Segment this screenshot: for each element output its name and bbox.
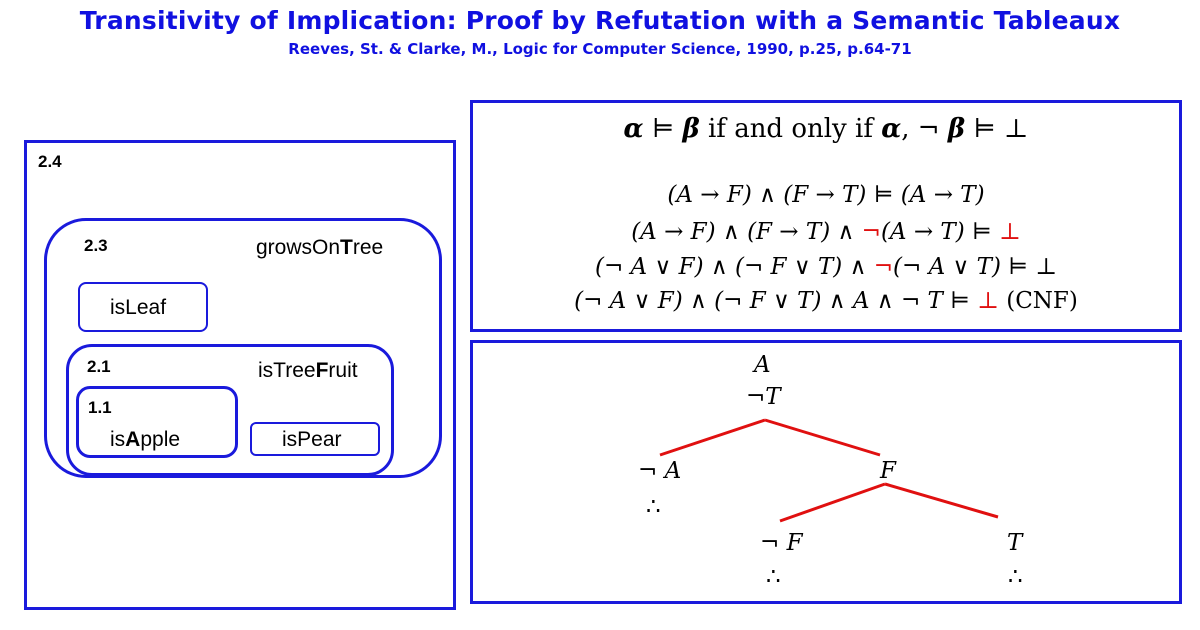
is-leaf-box [78,282,208,332]
is-tree-fruit-label: 2.1 [87,357,111,376]
tableau-left-not-a: ¬ A [638,458,682,484]
tableau-box [470,340,1182,604]
is-apple-set [76,386,238,458]
formula-line-3: (¬ A ∨ F) ∧ (¬ F ∨ T) ∧ ¬(¬ A ∨ T) ⊨ ⊥ [594,254,1057,280]
formula-line-2: (A → F) ∧ (F → T) ∧ ¬(A → T) ⊨ ⊥ [631,219,1021,245]
refutation-principle: α ⊨ β if and only if α, ¬ β ⊨ ⊥ [623,114,1029,144]
tableau-right-f: F [880,458,896,484]
is-pear-name: isPear [282,428,342,451]
formula-line-4: (¬ A ∨ F) ∧ (¬ F ∨ T) ∧ A ∧ ¬ T ⊨ ⊥ (CNF… [574,288,1078,314]
tableau-root-a: A [754,352,771,378]
is-tree-fruit-name: isTreeFruit [258,359,358,382]
tableau-rl-closed: ∴ [766,564,781,590]
tableau-left-closed: ∴ [646,494,661,520]
tableau-rr-closed: ∴ [1008,564,1023,590]
formula-box [470,100,1182,332]
is-apple-label: 1.1 [88,398,112,417]
page-subtitle: Reeves, St. & Clarke, M., Logic for Comp… [288,40,912,58]
grows-on-tree-name: growsOnTree [256,236,384,259]
outer-set-label: 2.4 [38,152,62,171]
grows-on-tree-label: 2.3 [84,236,108,255]
is-tree-fruit-set [66,344,394,476]
formula-line-1: (A → F) ∧ (F → T) ⊨ (A → T) [667,182,985,208]
tableau-root-not-t: ¬T [746,384,781,410]
grows-on-tree-set [44,218,442,478]
tableau-rr-t: T [1007,530,1023,556]
is-pear-box [250,422,380,456]
is-apple-name: isApple [110,428,181,451]
page-title: Transitivity of Implication: Proof by Re… [79,6,1121,35]
tableau-rl-not-f: ¬ F [760,530,803,556]
is-leaf-name: isLeaf [110,296,167,319]
outer-set-box [24,140,456,610]
